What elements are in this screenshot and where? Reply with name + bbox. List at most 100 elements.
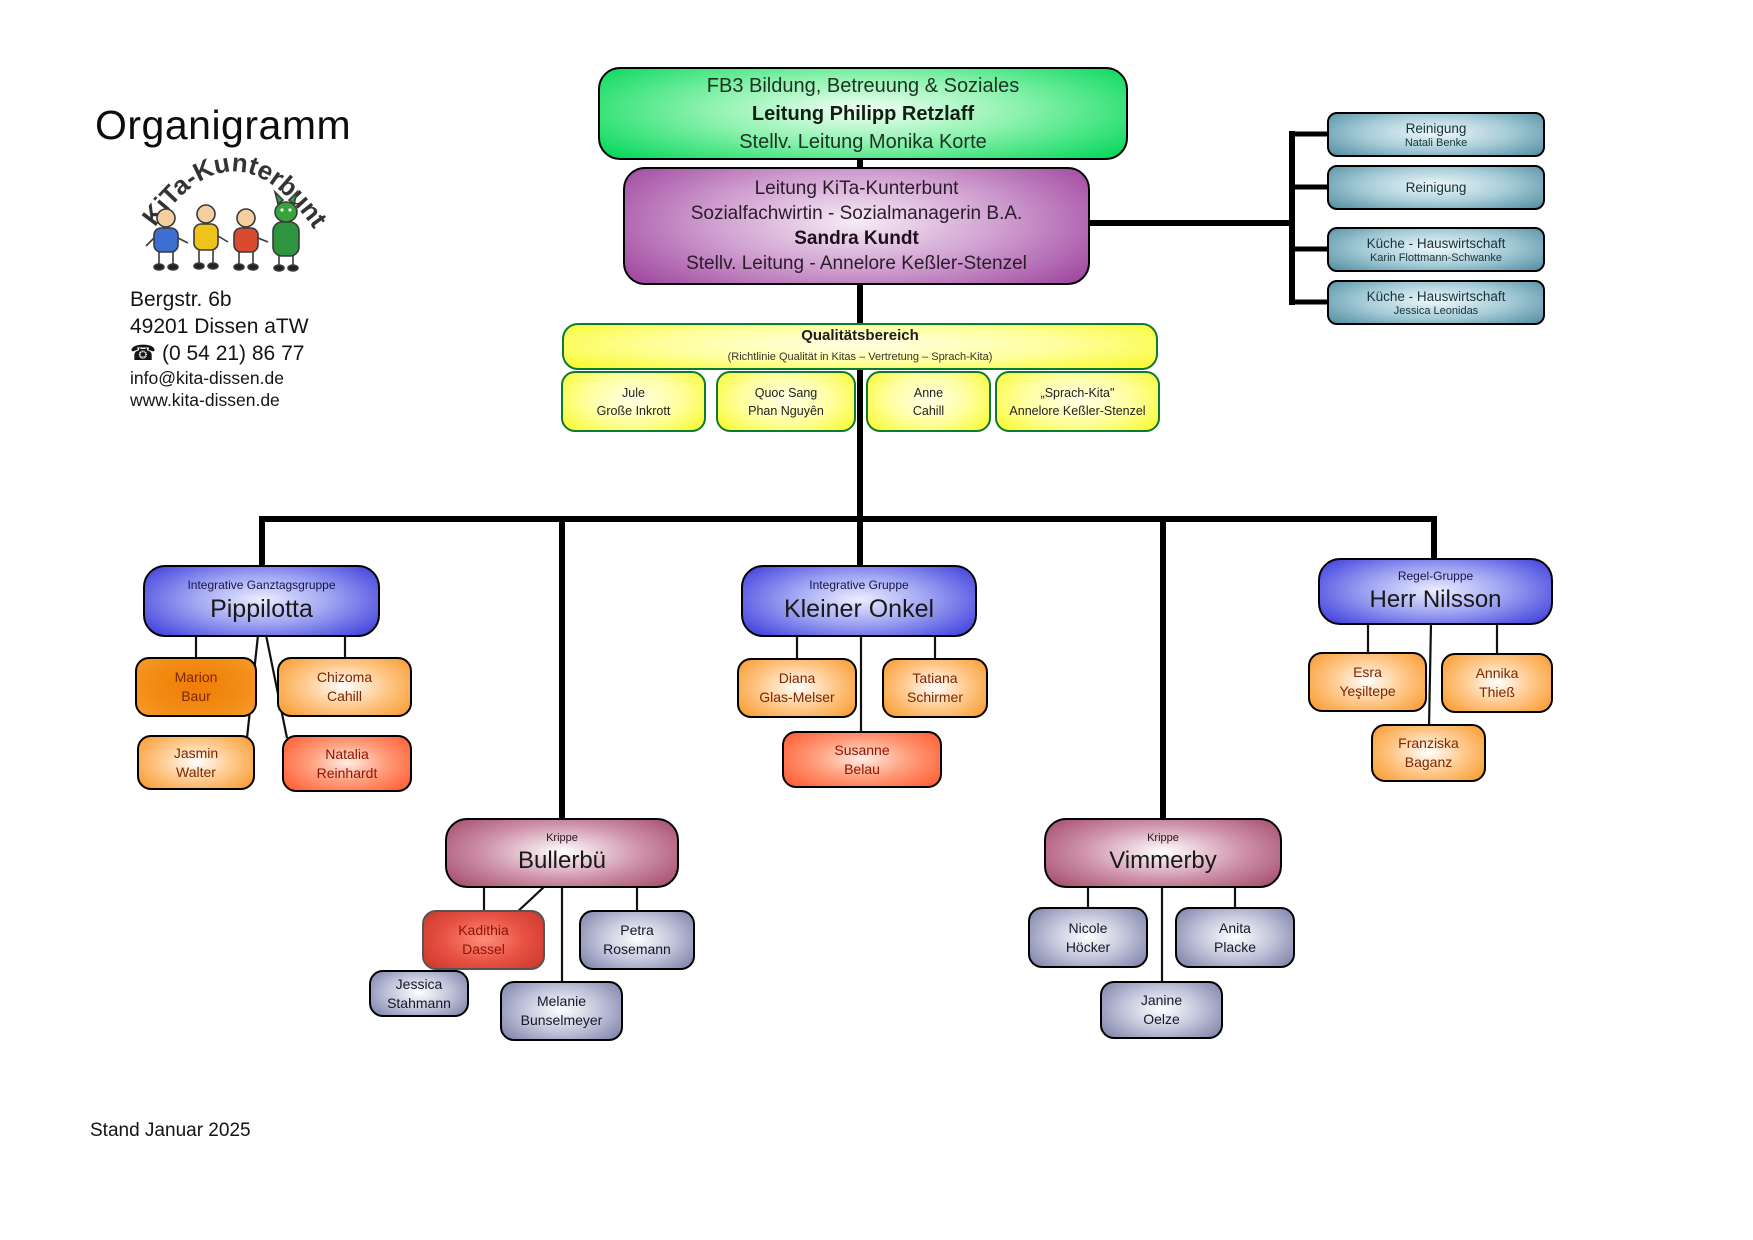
group-type-label: Krippe xyxy=(546,831,578,844)
service-name: Natali Benke xyxy=(1404,136,1468,149)
leitung-line2: Sozialfachwirtin - Sozialmanagerin B.A. xyxy=(690,203,1023,224)
staff-melanie-bunselmeyer: Melanie Bunselmeyer xyxy=(500,981,623,1041)
group-type-label: Krippe xyxy=(1147,831,1179,844)
staff-tatiana-schirmer: Tatiana Schirmer xyxy=(882,658,988,718)
fb3-line3: Stellv. Leitung Monika Korte xyxy=(739,130,987,153)
staff-anita-placke: Anita Placke xyxy=(1175,907,1295,968)
staff-last-name: Yeşiltepe xyxy=(1339,683,1396,699)
service-name: Karin Flottmann-Schwanke xyxy=(1369,251,1503,264)
staff-first-name: Esra xyxy=(1353,664,1382,680)
staff-first-name: Anita xyxy=(1219,919,1251,936)
staff-susanne-belau: Susanne Belau xyxy=(782,731,942,788)
staff-first-name: Jasmin xyxy=(173,744,219,761)
staff-last-name: Baur xyxy=(181,688,211,704)
staff-first-name: Marion xyxy=(174,669,218,685)
staff-first-name: Diana xyxy=(778,670,816,686)
staff-first-name: Natalia xyxy=(325,745,369,762)
service-name: Jessica Leonidas xyxy=(1393,304,1479,317)
group-type-label: Integrative Gruppe xyxy=(809,578,909,592)
staff-petra-rosemann: Petra Rosemann xyxy=(579,910,695,970)
staff-first-name: Franziska xyxy=(1398,735,1459,751)
member-first-name: Quoc Sang xyxy=(754,385,818,400)
staff-chizoma-cahill: Chizoma Cahill xyxy=(277,657,412,717)
staff-first-name: Janine xyxy=(1140,992,1183,1008)
staff-last-name: Glas-Melser xyxy=(759,689,835,705)
staff-last-name: Höcker xyxy=(1065,938,1111,955)
contact-block: Bergstr. 6b 49201 Dissen aTW ☎ (0 54 21)… xyxy=(130,286,309,411)
quality-header-box: Qualitätsbereich (Richtlinie Qualität in… xyxy=(562,323,1158,370)
group-type-label: Integrative Ganztagsgruppe xyxy=(187,578,336,592)
service-title: Küche - Hauswirtschaft xyxy=(1366,288,1506,304)
staff-last-name: Bunselmeyer xyxy=(520,1012,603,1028)
logo-children-figures xyxy=(145,189,300,272)
staff-last-name: Belau xyxy=(844,760,880,777)
staff-first-name: Melanie xyxy=(536,993,587,1009)
staff-diana-glas-melser: Diana Glas-Melser xyxy=(737,658,857,718)
staff-first-name: Susanne xyxy=(834,741,890,758)
group-pippilotta: Integrative Ganztagsgruppe Pippilotta xyxy=(143,565,380,637)
member-first-name: Anne xyxy=(913,385,944,400)
staff-first-name: Nicole xyxy=(1068,919,1108,936)
fb3-box: FB3 Bildung, Betreuung & Soziales Leitun… xyxy=(598,67,1128,160)
group-vimmerby: Krippe Vimmerby xyxy=(1044,818,1282,888)
thick-connectors xyxy=(259,131,1437,822)
fb3-line2: Leitung Philipp Retzlaff xyxy=(751,102,975,125)
staff-first-name: Kadithia xyxy=(458,922,509,938)
member-last-name: Phan Nguyên xyxy=(748,403,824,418)
group-name: Vimmerby xyxy=(1109,846,1217,874)
service-title: Reinigung xyxy=(1405,120,1467,136)
member-first-name: Jule xyxy=(622,385,645,400)
leitung-line4: Stellv. Leitung - Annelore Keßler-Stenze… xyxy=(686,253,1027,274)
quality-member-quoc-sang: Quoc Sang Phan Nguyên xyxy=(716,371,856,432)
staff-last-name: Rosemann xyxy=(603,941,671,957)
quality-subtitle: (Richtlinie Qualität in Kitas – Vertretu… xyxy=(727,351,993,363)
staff-first-name: Tatiana xyxy=(912,670,958,686)
staff-natalia-reinhardt: Natalia Reinhardt xyxy=(282,735,412,792)
group-name: Herr Nilsson xyxy=(1369,586,1502,613)
group-bullerbu: Krippe Bullerbü xyxy=(445,818,679,888)
contact-phone: ☎ (0 54 21) 86 77 xyxy=(130,342,305,365)
quality-member-jule: Jule Große Inkrott xyxy=(561,371,706,432)
staff-first-name: Petra xyxy=(620,922,654,938)
quality-title: Qualitätsbereich xyxy=(801,327,919,344)
service-title: Küche - Hauswirtschaft xyxy=(1366,235,1506,251)
quality-member-sprach-kita: „Sprach-Kita" Annelore Keßler-Stenzel xyxy=(995,371,1160,432)
group-name: Pippilotta xyxy=(210,595,313,623)
stand-date-label: Stand Januar 2025 xyxy=(90,1120,251,1141)
service-box-reinigung-2: Reinigung xyxy=(1327,165,1545,210)
member-first-name: „Sprach-Kita" xyxy=(1040,385,1115,400)
group-name: Bullerbü xyxy=(517,846,607,874)
teal-stub-connectors xyxy=(1292,131,1330,305)
fb3-line1: FB3 Bildung, Betreuung & Soziales xyxy=(706,74,1020,97)
contact-website: www.kita-dissen.de xyxy=(130,390,280,410)
staff-jasmin-walter: Jasmin Walter xyxy=(137,735,255,790)
quality-member-anne: Anne Cahill xyxy=(866,371,991,432)
staff-annika-thiess: Annika Thieß xyxy=(1441,653,1553,713)
group-type-label: Regel-Gruppe xyxy=(1397,569,1474,583)
group-name: Kleiner Onkel xyxy=(783,595,935,623)
page-title: Organigramm xyxy=(95,102,352,148)
staff-esra-yesiltepe: Esra Yeşiltepe xyxy=(1308,652,1427,712)
group-herr-nilsson: Regel-Gruppe Herr Nilsson xyxy=(1318,558,1553,625)
staff-last-name: Schirmer xyxy=(906,689,963,705)
contact-email: info@kita-dissen.de xyxy=(130,368,284,388)
member-last-name: Cahill xyxy=(912,403,945,418)
service-box-reinigung-1: Reinigung Natali Benke xyxy=(1327,112,1545,157)
kita-kunterbunt-logo: KiTa-Kunterbunt xyxy=(136,147,334,272)
staff-jessica-stahmann: Jessica Stahmann xyxy=(369,970,469,1017)
staff-kadithia-dassel: Kadithia Dassel xyxy=(422,910,545,970)
leitung-line1: Leitung KiTa-Kunterbunt xyxy=(754,178,959,199)
staff-first-name: Annika xyxy=(1475,665,1519,681)
leitung-box: Leitung KiTa-Kunterbunt Sozialfachwirtin… xyxy=(623,167,1090,285)
staff-last-name: Placke xyxy=(1213,938,1257,955)
contact-street: Bergstr. 6b xyxy=(130,288,232,311)
member-last-name: Annelore Keßler-Stenzel xyxy=(1009,403,1146,418)
group-kleiner-onkel: Integrative Gruppe Kleiner Onkel xyxy=(741,565,977,637)
staff-franziska-baganz: Franziska Baganz xyxy=(1371,724,1486,782)
staff-nicole-hoecker: Nicole Höcker xyxy=(1028,907,1148,968)
contact-city: 49201 Dissen aTW xyxy=(130,315,309,338)
member-last-name: Große Inkrott xyxy=(596,403,671,418)
staff-last-name: Cahill xyxy=(326,688,362,704)
service-title: Reinigung xyxy=(1405,180,1467,195)
